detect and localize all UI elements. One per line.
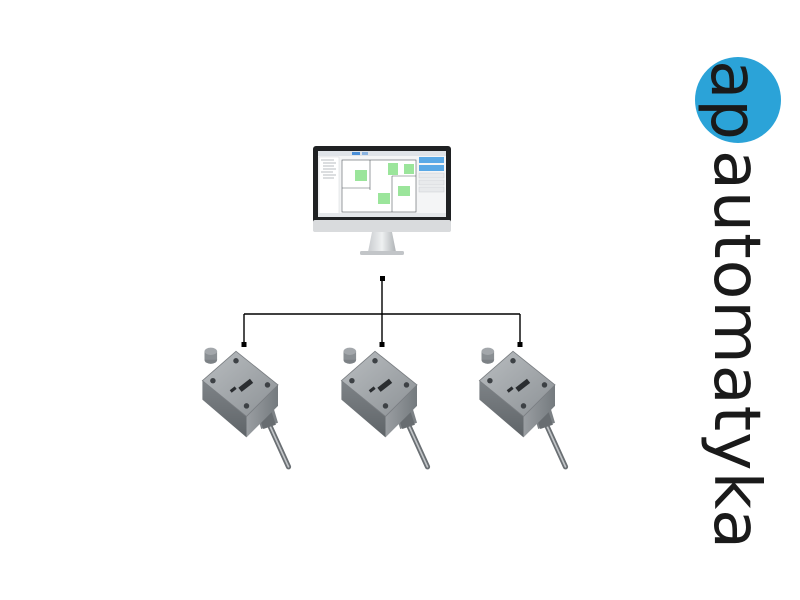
monitor-screen xyxy=(318,151,446,217)
sensor-connector-2 xyxy=(379,342,385,347)
brand-name: automatyka xyxy=(699,150,773,550)
monitor-connector xyxy=(380,276,385,281)
bus-connectors xyxy=(241,276,523,347)
temperature-sensor-icon xyxy=(341,348,427,467)
monitor-icon xyxy=(313,146,451,255)
floor-plan xyxy=(341,159,417,213)
logo-circle-icon xyxy=(695,57,781,143)
logo-mark-letters: ap xyxy=(696,60,770,140)
network-bus xyxy=(243,279,521,345)
sensor-connector-3 xyxy=(517,342,523,347)
temperature-sensor-icon xyxy=(202,348,288,467)
temperature-sensor-icon xyxy=(479,348,565,467)
sensor-group xyxy=(202,348,565,467)
sensor-connector-1 xyxy=(241,342,247,347)
company-logo: ap automatyka xyxy=(695,57,781,550)
